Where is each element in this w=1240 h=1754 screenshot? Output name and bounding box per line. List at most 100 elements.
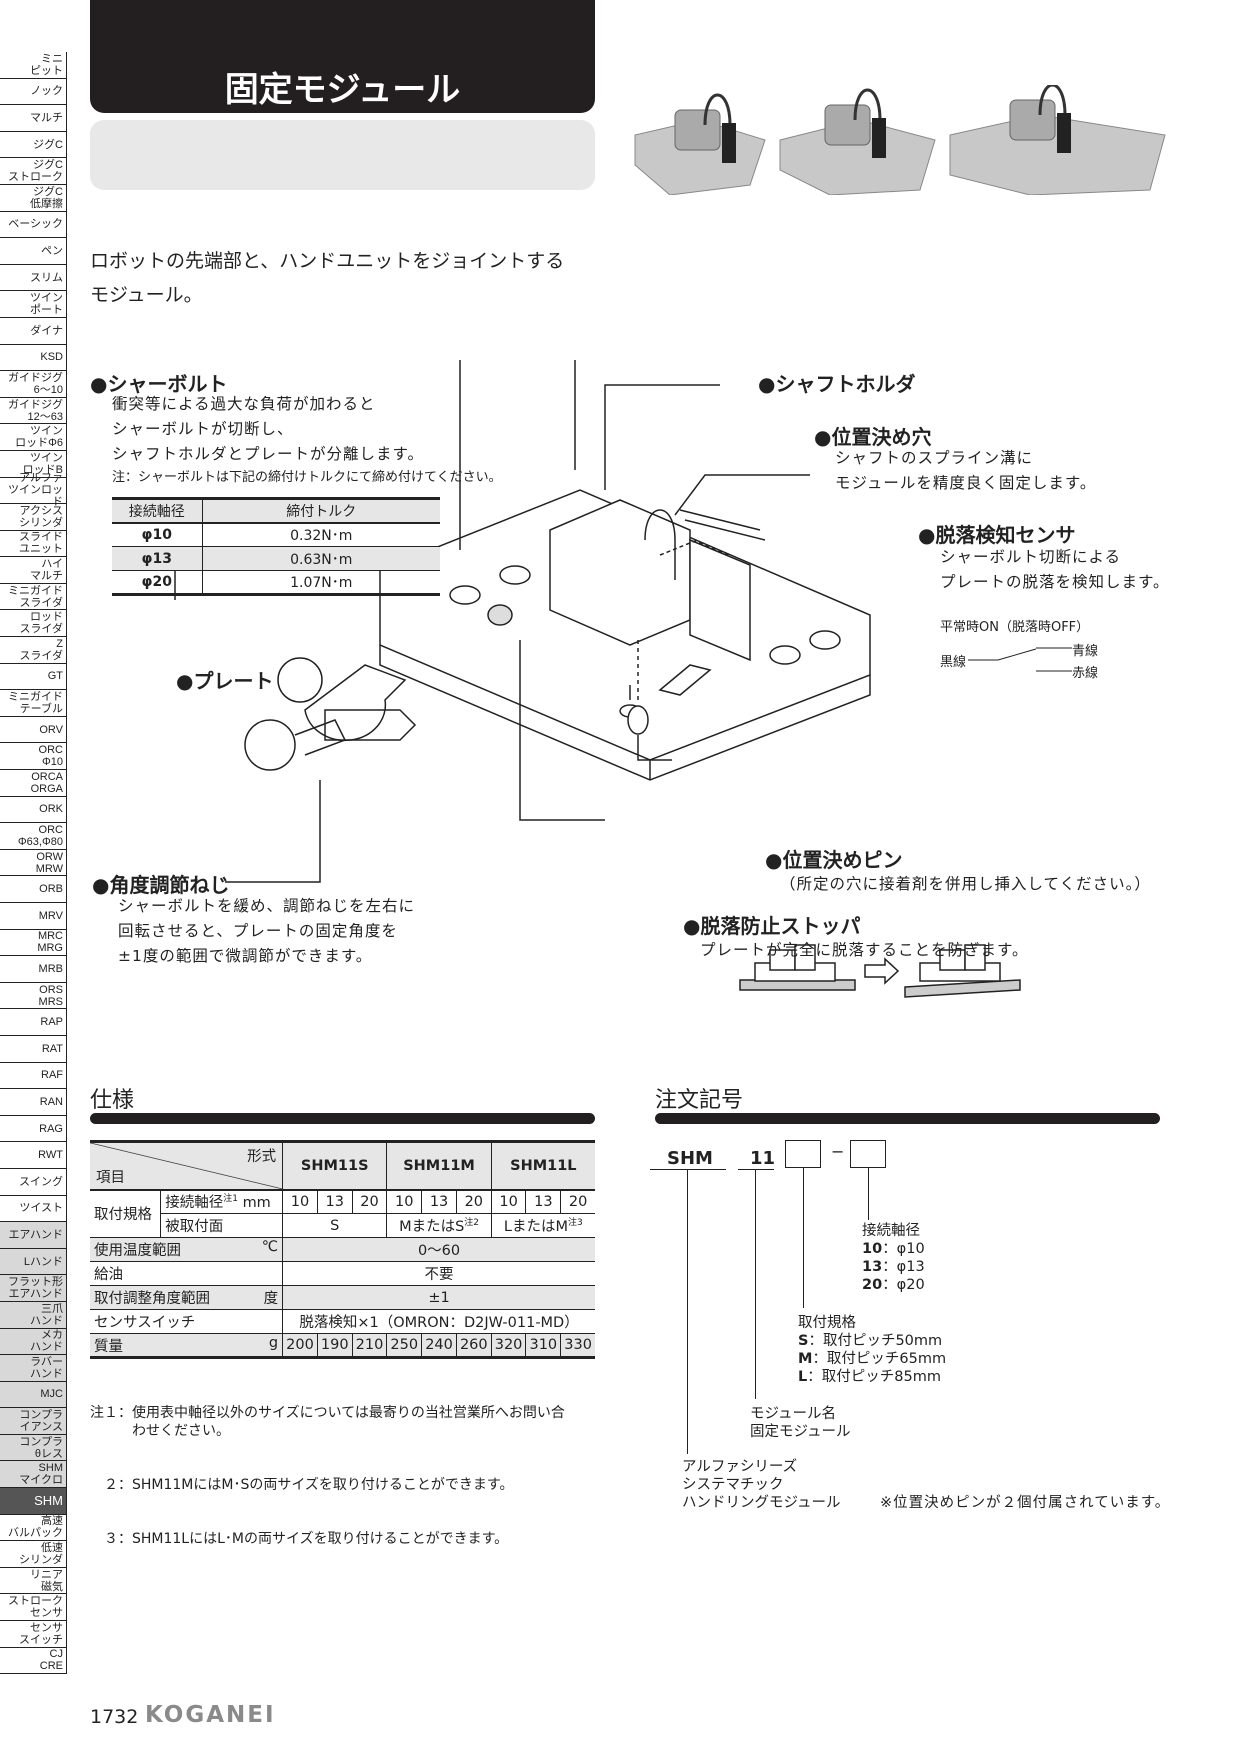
sidebar-item[interactable]: ガイドジグ 12〜63 — [0, 398, 66, 425]
mass-value: 310 — [525, 1333, 562, 1358]
adjust-screw-desc-1: シャーボルトを緩め、調節ねじを左右に — [118, 897, 416, 915]
sidebar-item[interactable]: ミニ ピット — [0, 52, 66, 79]
sidebar-item[interactable]: センサ スイッチ — [0, 1621, 66, 1648]
order-series-3: ハンドリングモジュール — [682, 1495, 841, 1511]
shaft-label: 接続軸径注1 mm — [160, 1189, 284, 1214]
temp-label: 使用温度範囲℃ — [90, 1237, 284, 1262]
sidebar-item[interactable]: CJ CRE — [0, 1648, 66, 1675]
sidebar-item[interactable]: ツイン ロッドΦ6 — [0, 424, 66, 451]
sidebar-item[interactable]: マルチ — [0, 105, 66, 132]
sidebar-item[interactable]: ORW MRW — [0, 850, 66, 877]
sidebar-item[interactable]: MRB — [0, 956, 66, 983]
label-adjust-screw: ●角度調節ねじ — [92, 873, 230, 897]
sidebar-item[interactable]: ORV — [0, 717, 66, 744]
sidebar-item[interactable]: 高速 バルパック — [0, 1515, 66, 1542]
order-shaft-item: 20：φ20 — [862, 1276, 925, 1294]
sidebar-item[interactable]: メカ ハンド — [0, 1328, 66, 1356]
sidebar-item[interactable]: SHM マイクロ — [0, 1461, 66, 1489]
intro-line-2: モジュール。 — [90, 284, 203, 306]
mass-unit: g — [268, 1334, 279, 1351]
sidebar-item[interactable]: ORC Φ10 — [0, 743, 66, 771]
spec-table: 形式 項目 SHM11S SHM11M SHM11L 取付規格 接続軸径注1 m… — [90, 1140, 595, 1359]
sidebar-item[interactable]: 低速 シリンダ — [0, 1541, 66, 1568]
sidebar-item[interactable]: リニア 磁気 — [0, 1568, 66, 1595]
shear-bolt-note: 注：シャーボルトは下記の締付けトルクにて締め付けてください。 — [112, 470, 502, 485]
sidebar-item[interactable]: スリム — [0, 265, 66, 292]
sidebar-item[interactable]: ORCA ORGA — [0, 770, 66, 797]
sidebar-item[interactable]: MRC MRG — [0, 930, 66, 957]
sidebar-item[interactable]: ジグC — [0, 132, 66, 159]
sidebar-item[interactable]: ORK — [0, 797, 66, 824]
sidebar-item[interactable]: ストローク センサ — [0, 1594, 66, 1622]
sidebar-item[interactable]: RAG — [0, 1116, 66, 1143]
sidebar-item[interactable]: ORB — [0, 876, 66, 903]
order-shaft-item: 10：φ10 — [862, 1240, 925, 1258]
spec-notes: 注１：使用表中軸径以外のサイズについては最寄りの当社営業所へお問い合 わせくださ… — [90, 1368, 565, 1566]
sidebar-item[interactable]: Z スライダ — [0, 637, 66, 664]
order-dash: − — [831, 1142, 845, 1161]
sidebar-item[interactable]: RAN — [0, 1089, 66, 1116]
sidebar-item[interactable]: Lハンド — [0, 1248, 66, 1276]
positioning-hole-desc-1: シャフトのスプライン溝に — [835, 449, 1034, 467]
desc: ：φ13 — [882, 1259, 925, 1275]
sidebar-item[interactable]: 三爪 ハンド — [0, 1301, 66, 1329]
sidebar-item[interactable]: RAP — [0, 1009, 66, 1036]
code: 20 — [862, 1277, 883, 1293]
shaft-size: 13 — [525, 1189, 562, 1214]
surface-m-sup: 注2 — [464, 1218, 480, 1229]
sidebar-item[interactable]: ミニガイド スライダ — [0, 584, 66, 611]
code: S — [798, 1333, 809, 1349]
sidebar-item[interactable]: MRV — [0, 903, 66, 930]
sidebar-item[interactable]: ガイドジグ 6〜10 — [0, 371, 66, 398]
sidebar-item[interactable]: ツイン ポート — [0, 291, 66, 318]
sidebar-item[interactable]: アクシス シリンダ — [0, 504, 66, 531]
sidebar-item[interactable]: ハイ マルチ — [0, 557, 66, 584]
sidebar-item[interactable]: RAT — [0, 1036, 66, 1063]
sidebar-item[interactable]: ジグC 低摩擦 — [0, 185, 66, 212]
shaft-unit: mm — [242, 1195, 271, 1212]
surface-s: S — [282, 1213, 388, 1238]
page-title: 固定モジュール — [224, 70, 461, 110]
sidebar-item[interactable]: スライド ユニット — [0, 531, 66, 558]
adjust-screw-desc-3: ±1度の範囲で微調節ができます。 — [118, 947, 373, 965]
sidebar-item[interactable]: KSD — [0, 345, 66, 372]
sidebar-item[interactable]: ラバー ハンド — [0, 1355, 66, 1382]
sensor-state: 平常時ON（脱落時OFF） — [940, 620, 1090, 635]
wire-red: 赤線 — [1072, 666, 1099, 681]
sidebar-item[interactable]: ノック — [0, 79, 66, 106]
mass-value: 250 — [386, 1333, 423, 1358]
module-exploded-diagram — [174, 360, 1021, 998]
sidebar-item[interactable]: ロッド スライダ — [0, 610, 66, 638]
sidebar-item[interactable]: エアハンド — [0, 1222, 66, 1249]
sidebar-item[interactable]: アルファ ツインロッド — [0, 472, 66, 508]
shaft-size: 20 — [351, 1189, 388, 1214]
order-shaft: 接続軸径 10：φ10 13：φ13 20：φ20 — [862, 1222, 925, 1294]
shaft-size: 10 — [490, 1189, 527, 1214]
sidebar-item[interactable]: ツイスト — [0, 1196, 66, 1223]
code: 13 — [862, 1259, 883, 1275]
sidebar-item[interactable]: ツイン ロッドB — [0, 451, 66, 478]
sidebar-item[interactable]: SHM — [0, 1488, 66, 1515]
sidebar-item[interactable]: ORS MRS — [0, 983, 66, 1010]
sidebar-item[interactable]: ダイナ — [0, 318, 66, 345]
wire-black: 黒線 — [940, 655, 967, 670]
desc: ：取付ピッチ65mm — [812, 1351, 947, 1367]
sidebar-item[interactable]: ミニガイド テーブル — [0, 690, 66, 717]
sidebar-item[interactable]: RWT — [0, 1142, 66, 1169]
sidebar-item[interactable]: RAF — [0, 1063, 66, 1090]
sidebar-item[interactable]: ペン — [0, 238, 66, 265]
sidebar-item[interactable]: コンプラ θレス — [0, 1434, 66, 1462]
sidebar-item[interactable]: ベーシック — [0, 212, 66, 239]
sidebar-item[interactable]: スイング — [0, 1169, 66, 1196]
sidebar-item[interactable]: コンプラ イアンス — [0, 1408, 66, 1435]
sidebar-item[interactable]: フラット形 エアハンド — [0, 1275, 66, 1302]
order-note: ※位置決めピンが２個付属されています。 — [880, 1495, 1171, 1511]
order-mount-item: S：取付ピッチ50mm — [798, 1332, 946, 1350]
sidebar-item[interactable]: ORC Φ63,Φ80 — [0, 823, 66, 850]
sidebar-item[interactable]: GT — [0, 664, 66, 691]
sidebar-item[interactable]: ジグC ストローク — [0, 158, 66, 185]
sidebar-item[interactable]: MJC — [0, 1381, 66, 1409]
mass-value: 200 — [282, 1333, 318, 1358]
order-box-shaft — [850, 1140, 886, 1168]
label-shaft-holder: ●シャフトホルダ — [758, 372, 916, 396]
